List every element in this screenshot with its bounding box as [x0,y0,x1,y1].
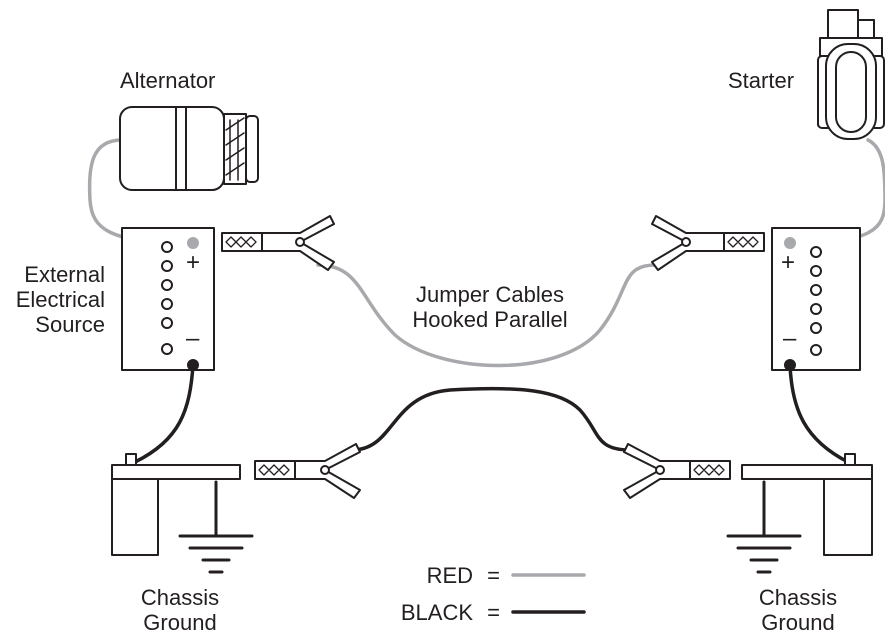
starter-label: Starter [728,68,795,93]
minus-sign-left: – [186,325,200,352]
negative-terminal [187,359,199,371]
chassis-ground-right-label: Chassis Ground [758,585,838,635]
alternator-label: Alternator [120,68,216,93]
chassis-ground-left-label: Chassis Ground [140,585,220,635]
positive-terminal [784,237,796,249]
black-wires [133,363,850,614]
battery-icon [121,227,215,371]
chassis-block-icon [111,453,241,556]
black-jumper-cable [350,386,632,452]
clamp-icon [221,215,335,271]
battery-icon [771,227,861,371]
clamp-icon [651,215,765,271]
ground-symbol-icon [178,480,254,574]
external-source-label: External Electrical Source [15,262,105,337]
clamp-icon [623,443,731,499]
positive-terminal [187,237,199,249]
clamp-icon [254,443,361,499]
starter-icon [817,9,885,140]
jumper-cables-label: Jumper Cables Hooked Parallel [412,282,568,332]
target-to-chassis-wire [788,363,850,464]
chassis-block-icon [741,453,873,556]
ground-symbol-icon [726,480,802,574]
minus-sign-right: – [783,325,797,352]
plus-sign-left: + [186,249,201,276]
plus-sign-right: + [781,249,796,276]
red-jumper-cable [316,263,657,368]
source-to-chassis-wire [133,363,195,464]
alternator-icon [119,106,259,191]
legend-red-label: RED = [426,563,500,588]
legend-black-label: BLACK = [400,600,500,625]
negative-terminal [784,359,796,371]
